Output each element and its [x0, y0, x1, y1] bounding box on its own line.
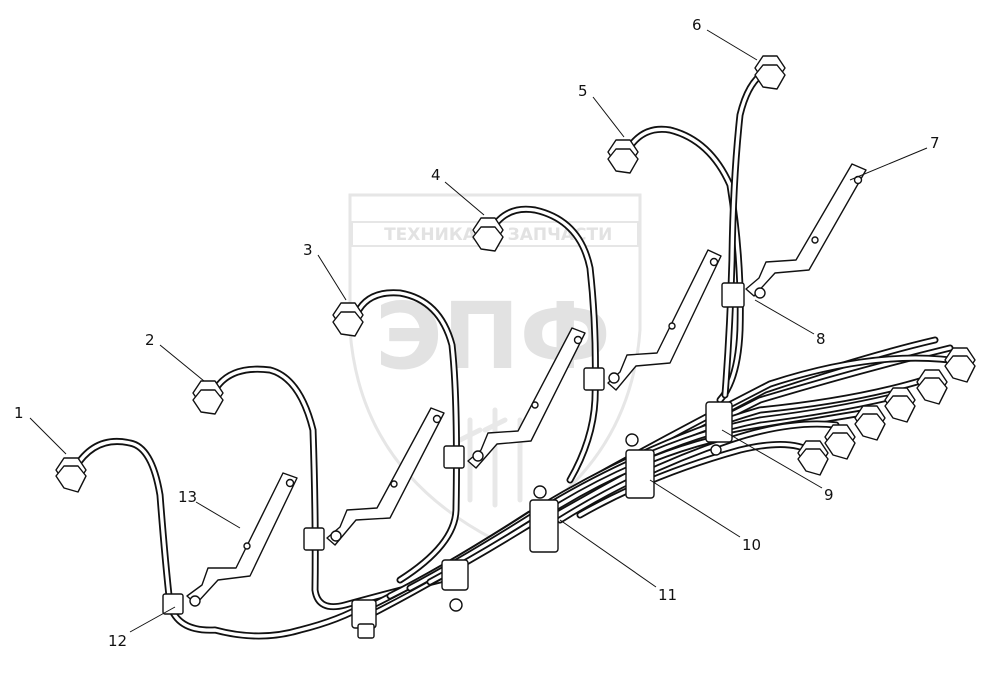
- mounting-brackets: [186, 163, 867, 605]
- nut-bundle-1: [944, 347, 976, 383]
- clamp-pipe-4: [583, 367, 620, 391]
- callout-6: 6: [692, 16, 702, 34]
- callout-1: 1: [14, 404, 24, 422]
- bracket-4: [607, 249, 722, 391]
- nut-5: [607, 139, 639, 174]
- clamps: [162, 282, 766, 639]
- callout-13: 13: [178, 488, 197, 506]
- clamp-bundle-2: [441, 559, 469, 612]
- clamp-11: [529, 485, 559, 553]
- nut-bundle-2: [916, 369, 948, 405]
- nut-1: [55, 457, 87, 493]
- leader-lines: [29, 29, 928, 633]
- nut-6: [754, 55, 786, 90]
- nut-bundle-6: [797, 440, 829, 476]
- clamp-12: [162, 593, 201, 615]
- bracket-2: [326, 407, 445, 546]
- clamp-pipe-2: [303, 527, 342, 551]
- callout-8: 8: [816, 330, 826, 348]
- nut-bundle-5: [824, 424, 856, 460]
- callout-2: 2: [145, 331, 155, 349]
- clamp-10: [625, 433, 655, 499]
- clamp-pipe-3: [443, 445, 484, 469]
- clamp-8: [721, 282, 766, 308]
- callout-7: 7: [930, 134, 940, 152]
- nut-4: [472, 217, 504, 252]
- callout-12: 12: [108, 632, 127, 650]
- callout-4: 4: [431, 166, 441, 184]
- union-nuts: [55, 55, 976, 493]
- nut-2: [192, 380, 224, 415]
- callout-9: 9: [824, 486, 834, 504]
- nut-bundle-3: [884, 387, 916, 423]
- callout-10: 10: [742, 536, 761, 554]
- watermark-company-2: ЗАПЧАСТИ: [508, 225, 613, 245]
- bracket-3: [467, 327, 586, 469]
- clamp-bundle-1: [351, 599, 377, 639]
- callout-3: 3: [303, 241, 313, 259]
- callout-11: 11: [658, 586, 677, 604]
- bracket-7: [745, 163, 867, 297]
- bracket-13: [186, 472, 298, 605]
- nut-bundle-4: [854, 405, 886, 441]
- watermark-wheat-icon: [457, 407, 533, 508]
- nut-3: [332, 302, 364, 337]
- callout-labels: 1 2 3 4 5 6 7 8 9 10 11 12 13: [14, 16, 940, 650]
- watermark-company: ТЕХНИКА: [384, 225, 477, 245]
- callout-5: 5: [578, 82, 588, 100]
